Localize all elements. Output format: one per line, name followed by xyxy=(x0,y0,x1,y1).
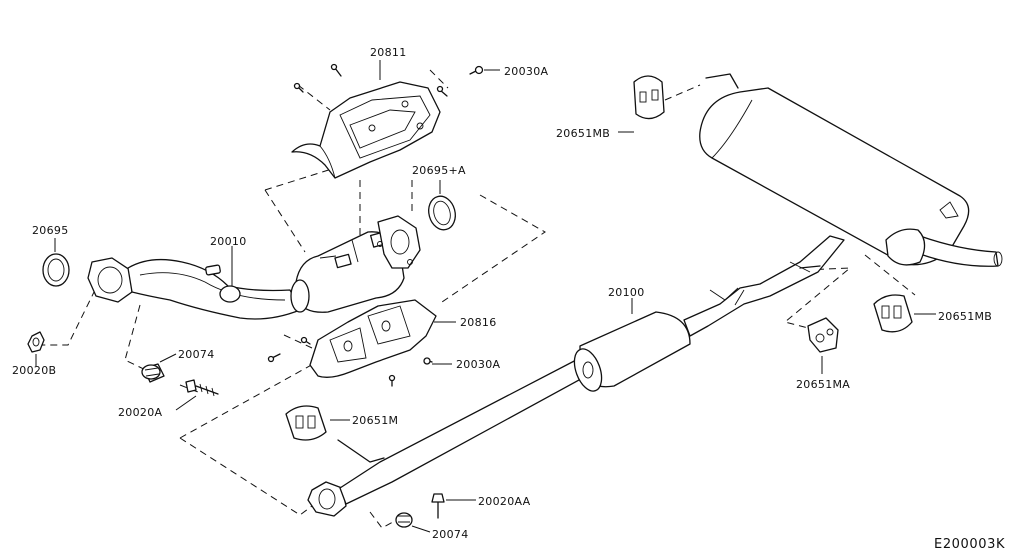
label-20651mb-top: 20651MB xyxy=(556,127,610,140)
bolts-upper xyxy=(293,63,484,97)
bolt-20020aa xyxy=(431,493,445,519)
label-20651mb-right: 20651MB xyxy=(938,310,992,323)
label-20030a-mid: 20030A xyxy=(456,358,500,371)
heat-shield-upper-20811 xyxy=(291,81,441,179)
heat-shield-lower-20816 xyxy=(309,299,437,378)
rear-muffler xyxy=(699,73,1003,267)
nut-20020b xyxy=(27,331,45,353)
label-20020b: 20020B xyxy=(12,364,56,377)
label-20651m: 20651M xyxy=(352,414,398,427)
spring-20074-upper xyxy=(141,363,165,383)
label-20695: 20695 xyxy=(32,224,69,237)
label-20074-upper: 20074 xyxy=(178,348,215,361)
label-20020aa: 20020AA xyxy=(478,495,531,508)
spring-20074-lower xyxy=(395,512,413,528)
hanger-20651mb-top xyxy=(633,75,665,120)
label-20811: 20811 xyxy=(370,46,407,59)
hanger-20651m xyxy=(285,405,327,441)
label-20100: 20100 xyxy=(608,286,645,299)
label-20816: 20816 xyxy=(460,316,497,329)
label-20651ma: 20651MA xyxy=(796,378,850,391)
label-20030a-top: 20030A xyxy=(504,65,548,78)
label-20695a: 20695+A xyxy=(412,164,466,177)
catalytic-converter-20010 xyxy=(87,215,421,320)
leader-lines xyxy=(35,60,936,533)
diagram-code: E200003K xyxy=(934,537,1005,552)
gasket-20695 xyxy=(42,253,70,287)
label-20010: 20010 xyxy=(210,235,247,248)
label-20020a: 20020A xyxy=(118,406,162,419)
hanger-20651mb-right xyxy=(873,294,913,333)
hanger-20651ma xyxy=(807,317,839,353)
bolt-20020a xyxy=(185,379,219,397)
label-20074-lower: 20074 xyxy=(432,528,469,541)
part-labels: 20811 20030A 20651MB 20695+A 20695 20010… xyxy=(12,46,1005,552)
gasket-20695a xyxy=(428,195,456,231)
bolts-middle xyxy=(267,336,433,387)
center-pipe-20100 xyxy=(307,235,845,517)
